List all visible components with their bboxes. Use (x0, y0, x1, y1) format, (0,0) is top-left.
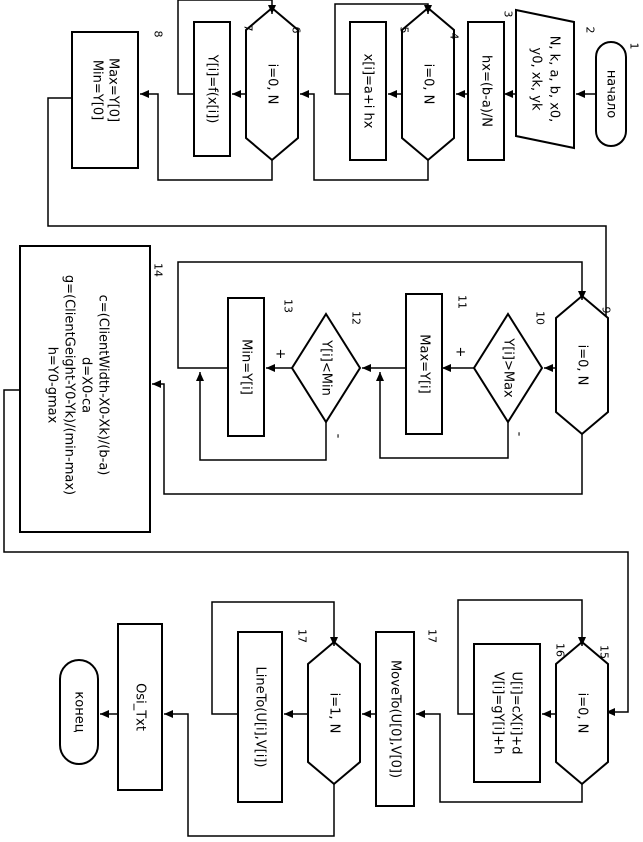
lineto-block (237, 631, 283, 803)
loop-15-label: i=0, N (575, 693, 590, 734)
calc-14-line-1: c=(ClientWidth-X0-Xk)/(b-a) (96, 295, 111, 476)
moveto-block (375, 631, 415, 807)
cond-12-label: Y[i]<Min (319, 339, 334, 396)
hx-block (467, 21, 505, 161)
input-line-1: N, k, a, b, x0, (547, 36, 562, 123)
setmin-label: Min=Y[i] (239, 339, 254, 395)
yi-block (193, 21, 231, 157)
block-number-8: 8 (152, 31, 165, 38)
calc-14-block (19, 245, 151, 533)
setmax-block (405, 293, 443, 435)
calc-14-line-4: h=Y0-gmax (45, 347, 60, 424)
block-number-17b: 17 (296, 629, 309, 643)
end-label: конец (72, 691, 87, 732)
end-terminal (59, 659, 99, 765)
maxmin-line-1: Max=Y[0] (106, 58, 121, 122)
cond-10-minus: - (512, 432, 527, 437)
axes-label: Osi_Txt (133, 683, 148, 731)
maxmin-line-2: Min=Y[0] (90, 60, 105, 120)
maxmin-block (71, 31, 139, 169)
moveto-label: MoveTo(U[0],V[0]) (388, 660, 403, 778)
block-number-6: 6 (290, 27, 303, 34)
xi-label: x[i]=a+i hx (361, 54, 376, 129)
block-number-2: 2 (584, 27, 597, 34)
input-block (515, 8, 575, 150)
input-line-2: y0, xk, yk (529, 48, 544, 111)
calc-14-line-3: g=(ClientGeight-Y0-Yk)/(min-max) (62, 275, 77, 495)
cond-10-plus: + (453, 347, 468, 358)
block-number-5: 5 (398, 27, 411, 34)
block-number-11: 11 (456, 295, 469, 309)
block-number-7: 7 (242, 25, 255, 32)
block-number-16: 16 (554, 643, 567, 657)
setmax-label: Max=Y[i] (417, 334, 432, 393)
lineto-label: LineTo(U[i],V[i]) (253, 667, 268, 768)
block-number-1: 1 (628, 43, 641, 50)
block-number-15: 15 (598, 645, 611, 659)
uv-line-2: V[i]=gY[i]+h (491, 672, 506, 755)
uv-line-1: U[i]=cX[i]+d (509, 671, 524, 754)
block-number-10: 10 (534, 311, 547, 325)
xi-block (349, 21, 387, 161)
loop-17-label: i=1, N (327, 693, 342, 734)
loop-6-label: i=0, N (265, 64, 280, 105)
yi-label: Y[i]=f(x[i]) (205, 54, 220, 124)
hx-label: hx=(b-a)/N (479, 55, 494, 127)
setmin-block (227, 297, 265, 437)
block-number-13: 13 (282, 299, 295, 313)
block-number-14: 14 (152, 263, 165, 277)
axes-block (117, 623, 163, 791)
uv-block (473, 643, 541, 783)
block-number-3: 3 (502, 11, 515, 18)
calc-14-line-2: d=X0-ca (79, 357, 94, 413)
loop-9-label: i=0, N (575, 345, 590, 386)
loop-5-label: i=0, N (421, 64, 436, 105)
block-number-4: 4 (448, 33, 461, 40)
block-number-17a: 17 (426, 629, 439, 643)
start-label: начало (604, 70, 619, 118)
cond-12-minus: - (331, 434, 346, 439)
cond-10-label: Y[i]>Max (501, 337, 516, 398)
cond-12-plus: + (273, 349, 288, 360)
block-number-9: 9 (600, 307, 613, 314)
block-number-12: 12 (350, 311, 363, 325)
